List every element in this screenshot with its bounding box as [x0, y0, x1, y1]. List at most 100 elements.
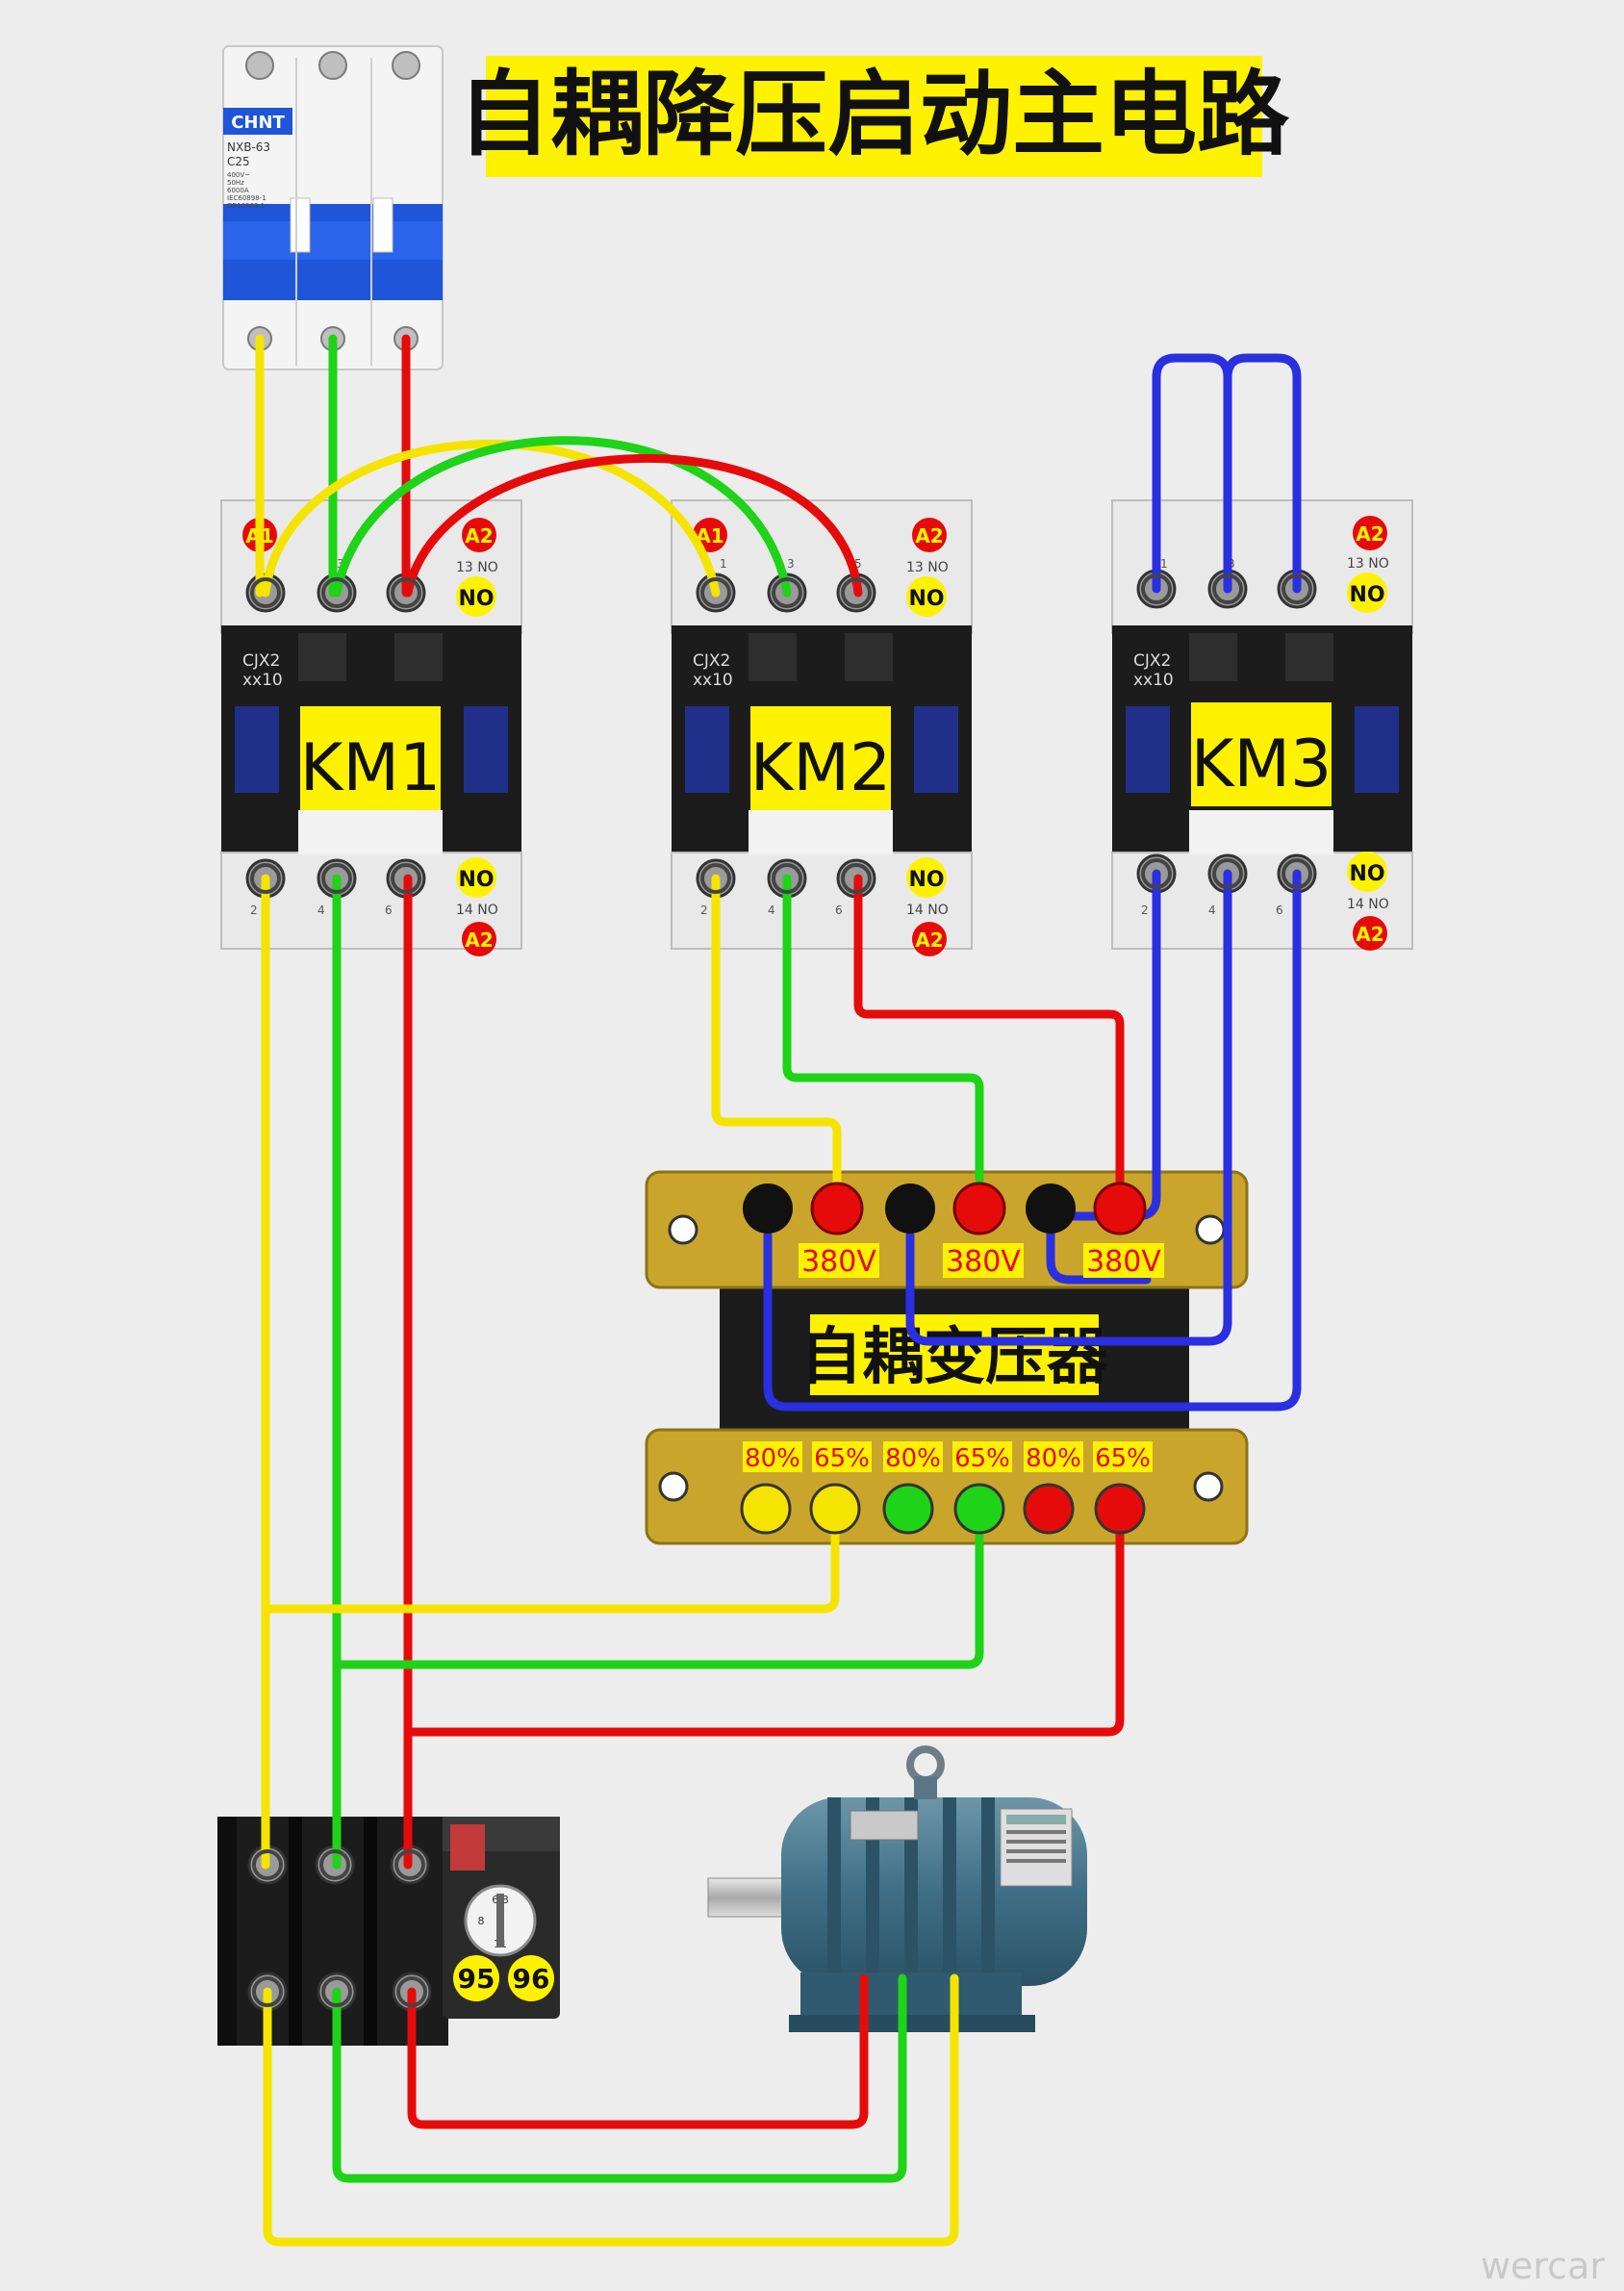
transformer-top-terminals: 380V 380V 380V: [743, 1182, 1164, 1279]
breaker-spec-line: IEC60898-1: [227, 194, 266, 202]
breaker-spec-line: 400V~: [227, 171, 250, 179]
wire-km3-blue: [905, 869, 1232, 1346]
tap-terminal: [743, 1184, 793, 1234]
terminal-number: 2: [250, 904, 258, 917]
contactor-label: KM3: [1191, 726, 1332, 802]
no-contact-label: NO: [908, 587, 944, 611]
wire-motor-red: [407, 1973, 869, 2129]
breaker-spec-line: GB10963.1: [227, 202, 265, 210]
contactor-sub: xx10: [693, 671, 733, 690]
breaker-terminal-screw: [318, 51, 347, 80]
aux-contact-label: 14 NO: [456, 903, 498, 918]
no-marker: [906, 576, 947, 617]
contactor-label: KM1: [300, 730, 442, 806]
breaker-spec-line: 6000A: [227, 187, 249, 194]
coil-terminal-a2: A2: [465, 524, 493, 547]
contactor-km3: CJX2 xx10 KM3 1 3 5 2 4 6 A2 13 NO NO NO…: [1111, 499, 1413, 951]
coil-terminal-a2: A2: [915, 929, 943, 952]
coil-terminal-a2-marker: [1353, 516, 1387, 550]
no-marker: [456, 857, 496, 898]
aux-contact-label: 14 NO: [1347, 897, 1389, 912]
wire-motor-green: [332, 1973, 907, 2183]
contact-96-marker: [508, 1955, 554, 2001]
terminal-number: 6: [835, 904, 843, 917]
breaker-spec-line: 50Hz: [227, 179, 244, 187]
transformer-bottom-terminals: 80% 65% 80% 65% 80% 65%: [740, 1441, 1153, 1535]
contact-96-label: 96: [513, 1963, 550, 1995]
breaker-handle[interactable]: [290, 197, 311, 253]
wire-km2-out-green: [782, 874, 984, 1211]
no-contact-label: NO: [1349, 583, 1384, 607]
circuit-breaker: CHNT NXB-63 C25 400V~ 50Hz 6000A IEC6089…: [222, 45, 444, 370]
wire-jumper-yellow: [261, 439, 721, 598]
wire-km3-blue: [763, 869, 1302, 1412]
tap-terminal: [810, 1182, 864, 1235]
aux-contact-label: 13 NO: [906, 560, 949, 575]
terminal-number: 3: [337, 557, 344, 571]
terminal-number: 3: [787, 557, 795, 571]
wire-star-jumper-blue: [1223, 353, 1302, 594]
contactor-sub: xx10: [242, 671, 283, 690]
breaker-terminal-screw: [392, 51, 420, 80]
tap-percent-label: 80%: [885, 1444, 941, 1473]
tap-terminal: [809, 1483, 861, 1535]
terminal-number: 1: [1160, 557, 1168, 571]
breaker-terminal-screw: [245, 51, 274, 80]
breaker-rating: C25: [227, 155, 250, 168]
page-title: 自耦降压启动主电路: [458, 61, 1290, 168]
tap-terminal: [952, 1182, 1006, 1235]
screw-overlays: [250, 573, 1312, 2007]
wire-jumper-green: [332, 436, 792, 598]
coil-terminal-a2: A2: [915, 524, 943, 547]
coil-terminal-a2: A2: [465, 929, 493, 952]
contactor-model: CJX2: [693, 651, 730, 671]
autotransformer: 自耦变压器: [645, 1170, 1249, 1545]
breaker-model: NXB-63: [227, 140, 270, 154]
no-marker: [456, 576, 496, 617]
coil-terminal-a2-marker: [462, 518, 496, 552]
terminal-number: 4: [317, 904, 325, 917]
tap-percent-label: 65%: [1095, 1444, 1151, 1473]
coil-terminal-a2-marker: [462, 922, 496, 956]
wire-tap-red: [403, 1504, 1125, 1737]
coil-terminal-a2-marker: [912, 518, 947, 552]
coil-terminal-a2-marker: [1353, 916, 1387, 951]
wire-jumper-red: [403, 453, 863, 598]
breaker-handle[interactable]: [372, 197, 393, 253]
breaker-spec: 400V~ 50Hz 6000A IEC60898-1 GB10963.1: [227, 171, 266, 210]
tap-terminal: [740, 1483, 792, 1535]
tap-terminal: [1023, 1483, 1075, 1535]
contactor-km1: CJX2 xx10 KM1 1 3 5 2 4 6 A1 A2 13 NO NO…: [220, 499, 522, 956]
transformer-bottom-plate: [645, 1428, 1249, 1545]
tap-percent-label: 65%: [814, 1444, 870, 1473]
contactor-model: CJX2: [242, 651, 280, 671]
wire-tap-yellow: [261, 1504, 840, 1614]
no-marker: [1347, 573, 1387, 613]
tap-voltage-label: 380V: [1086, 1245, 1161, 1279]
tap-terminal: [953, 1483, 1005, 1535]
no-contact-label: NO: [1349, 862, 1384, 886]
aux-contact-label: 14 NO: [906, 903, 949, 918]
terminal-number: 2: [700, 904, 708, 917]
coil-terminal-a2: A2: [1356, 522, 1383, 546]
wire-km2-out-red: [853, 874, 1125, 1211]
terminal-number: 4: [1208, 904, 1216, 917]
terminal-number: 6: [385, 904, 393, 917]
wiring: [255, 334, 1302, 2247]
coil-terminal-a2-marker: [912, 922, 947, 956]
motor: [707, 1745, 1087, 2032]
transformer-label: 自耦变压器: [800, 1322, 1109, 1393]
contactor-sub: xx10: [1133, 671, 1174, 690]
terminal-number: 5: [854, 557, 862, 571]
contact-95-label: 95: [458, 1963, 495, 1995]
wire-tap-green: [332, 1504, 984, 1669]
tap-voltage-label: 380V: [801, 1245, 876, 1279]
wire-km2-out-yellow: [711, 874, 842, 1211]
terminal-number: 4: [768, 904, 775, 917]
tap-terminal: [1026, 1184, 1076, 1234]
contact-95-marker: [453, 1955, 499, 2001]
tap-percent-label: 65%: [954, 1444, 1010, 1473]
watermark: wercar: [1481, 2245, 1605, 2287]
terminal-number: 6: [1276, 904, 1283, 917]
